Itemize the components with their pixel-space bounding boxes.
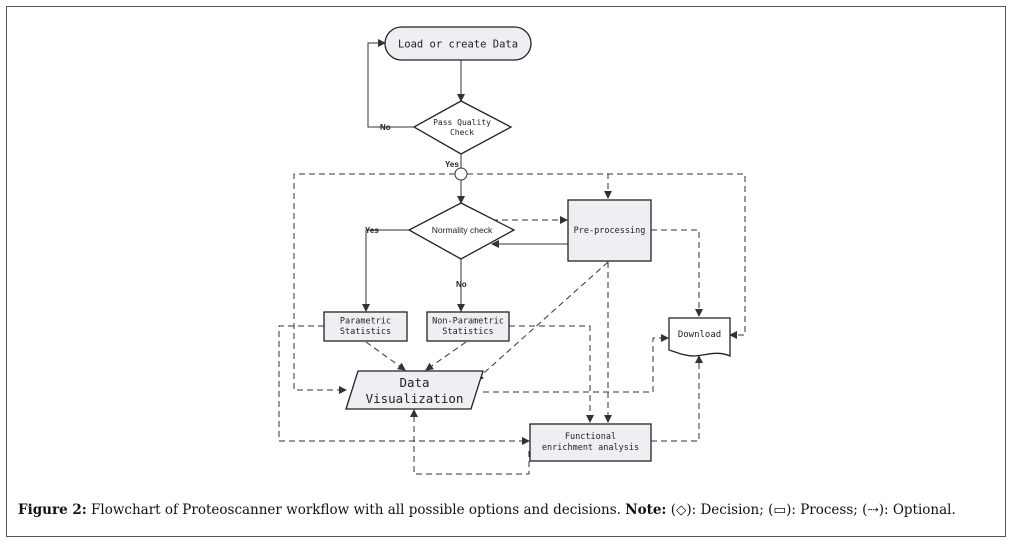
solid-edges bbox=[362, 39, 568, 312]
edge-top-bus-left bbox=[293, 173, 455, 394]
node-normality-check: Normality check bbox=[407, 202, 516, 260]
edge-label-yes-quality: Yes bbox=[445, 160, 459, 169]
nonparametric-label-line2: Statistics bbox=[442, 327, 493, 337]
edge-quality-no-loop bbox=[367, 39, 414, 128]
edge-functional-to-download bbox=[651, 355, 703, 442]
preprocessing-label: Pre-processing bbox=[574, 226, 646, 236]
edge-junction-to-preprocessing bbox=[467, 173, 612, 199]
normality-label: Normality check bbox=[432, 225, 493, 235]
edge-functional-to-visualization bbox=[410, 409, 530, 475]
caption-note-label: Note: bbox=[625, 502, 667, 518]
node-pass-quality-check: Pass Quality Check bbox=[412, 100, 513, 155]
parametric-label-line2: Statistics bbox=[340, 327, 391, 337]
caption-text: Flowchart of Proteoscanner workflow with… bbox=[91, 502, 621, 518]
edge-visualization-to-download bbox=[483, 334, 669, 393]
node-data-visualization: Data Visualization bbox=[345, 370, 484, 410]
edge-label-no-quality: No bbox=[380, 123, 391, 132]
node-functional-enrichment: Functional enrichment analysis bbox=[529, 423, 652, 462]
visualization-label-line1: Data bbox=[399, 375, 429, 390]
caption-figure-label: Figure 2: bbox=[18, 502, 87, 518]
caption-optional-text: : Optional. bbox=[883, 502, 956, 518]
node-download: Download bbox=[668, 317, 731, 357]
node-non-parametric-statistics: Non-Parametric Statistics bbox=[426, 311, 510, 342]
edge-normality-yes bbox=[362, 229, 409, 312]
download-label: Download bbox=[678, 330, 721, 340]
optional-edges bbox=[278, 173, 746, 475]
edge-parametric-to-visualization bbox=[365, 341, 406, 371]
caption-decision-text: : Decision; bbox=[691, 502, 764, 518]
edge-label-no-normality: No bbox=[456, 280, 467, 289]
caption-decision-symbol: (◇) bbox=[670, 502, 692, 518]
figure-caption: Figure 2: Flowchart of Proteoscanner wor… bbox=[18, 502, 956, 518]
load-label: Load or create Data bbox=[398, 39, 518, 51]
caption-optional-symbol: (⇢) bbox=[862, 502, 884, 518]
caption-process-symbol: (▭) bbox=[768, 502, 792, 518]
optional-junction bbox=[454, 167, 468, 181]
edge-label-yes-normality: Yes bbox=[365, 226, 379, 235]
quality-label-line2: Check bbox=[450, 128, 474, 137]
functional-label-line2: enrichment analysis bbox=[542, 443, 639, 453]
caption-process-text: : Process; bbox=[791, 502, 858, 518]
edge-nonparametric-to-functional bbox=[509, 325, 594, 423]
edge-parametric-to-functional bbox=[278, 325, 530, 445]
node-pre-processing: Pre-processing bbox=[567, 199, 652, 262]
quality-label-line1: Pass Quality bbox=[433, 118, 491, 127]
visualization-label-line2: Visualization bbox=[366, 391, 464, 406]
edge-preprocessing-to-download bbox=[651, 229, 703, 317]
parametric-label-line1: Parametric bbox=[340, 317, 391, 327]
node-parametric-statistics: Parametric Statistics bbox=[323, 311, 408, 342]
node-load-or-create: Load or create Data bbox=[384, 26, 532, 61]
figure-frame bbox=[6, 6, 1006, 537]
nonparametric-label-line1: Non-Parametric bbox=[432, 317, 504, 327]
functional-label-line1: Functional bbox=[565, 432, 616, 442]
edge-nonparametric-to-visualization bbox=[425, 341, 467, 371]
